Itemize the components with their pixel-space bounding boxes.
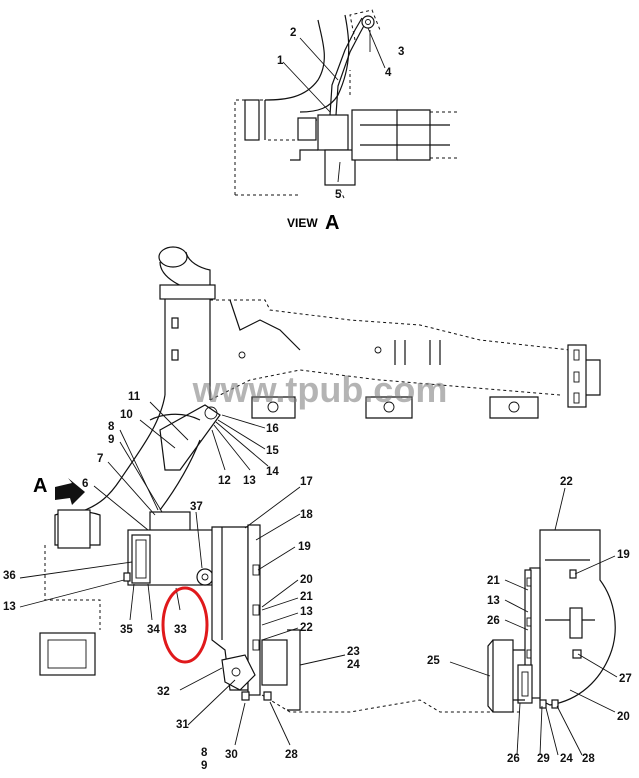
watermark: www.tpub.com	[192, 369, 448, 410]
callout-1: 1	[277, 55, 284, 67]
highlight-circle	[161, 586, 209, 664]
callout-13: 13	[243, 475, 256, 487]
main-assembly-drawing	[39, 246, 601, 713]
callout-30: 30	[225, 749, 238, 761]
callout-12: 12	[218, 475, 231, 487]
callout-right-28: 28	[582, 753, 595, 765]
callout-4: 4	[385, 67, 392, 79]
callout-13b: 13	[300, 606, 313, 618]
callout-14: 14	[266, 466, 279, 478]
right-housing-drawing	[487, 529, 616, 713]
callout-16: 16	[266, 423, 279, 435]
callout-31: 31	[176, 719, 189, 731]
callout-19: 19	[298, 541, 311, 553]
callout-10: 10	[120, 409, 133, 421]
view-a-drawing	[234, 9, 460, 201]
callout-right-29: 29	[537, 753, 550, 765]
view-a-leaders	[282, 27, 386, 183]
callout-13c: 13	[3, 601, 16, 613]
callout-11: 11	[128, 391, 141, 403]
callout-21: 21	[300, 591, 313, 603]
callout-22: 22	[300, 622, 313, 634]
callout-6: 6	[82, 478, 88, 490]
right-housing-leaders	[449, 487, 618, 756]
view-title: VIEW	[287, 216, 318, 230]
callout-right-21: 21	[487, 575, 500, 587]
callout-17: 17	[300, 476, 313, 488]
callout-right-26b: 26	[507, 753, 520, 765]
main-assembly-leaders	[19, 401, 346, 746]
callout-24: 24	[347, 659, 360, 671]
arrow-letter: A	[33, 475, 47, 497]
callout-18: 18	[300, 509, 313, 521]
callout-7: 7	[97, 453, 103, 465]
callout-35: 35	[120, 624, 133, 636]
callout-8b: 8	[201, 747, 208, 759]
callout-right-24: 24	[560, 753, 573, 765]
callout-36: 36	[3, 570, 16, 582]
view-a-arrow-icon	[55, 478, 85, 505]
callout-right-27: 27	[619, 673, 632, 685]
callout-right-20: 20	[617, 711, 630, 723]
callout-3: 3	[398, 46, 404, 58]
callout-23: 23	[347, 646, 360, 658]
view-letter: A	[325, 212, 339, 234]
callout-34: 34	[147, 624, 160, 636]
callout-right-25: 25	[427, 655, 440, 667]
callout-right-22: 22	[560, 476, 573, 488]
callout-32: 32	[157, 686, 170, 698]
callout-9: 9	[108, 434, 114, 446]
callout-2: 2	[290, 27, 296, 39]
callout-right-26: 26	[487, 615, 500, 627]
callout-5: 5	[335, 189, 342, 201]
callout-9b: 9	[201, 760, 207, 772]
callout-37: 37	[190, 501, 203, 513]
callout-33: 33	[174, 624, 187, 636]
callout-15: 15	[266, 445, 279, 457]
callout-right-19: 19	[617, 549, 630, 561]
callout-28: 28	[285, 749, 298, 761]
callout-right-13: 13	[487, 595, 500, 607]
callout-8: 8	[108, 421, 115, 433]
callout-20: 20	[300, 574, 313, 586]
